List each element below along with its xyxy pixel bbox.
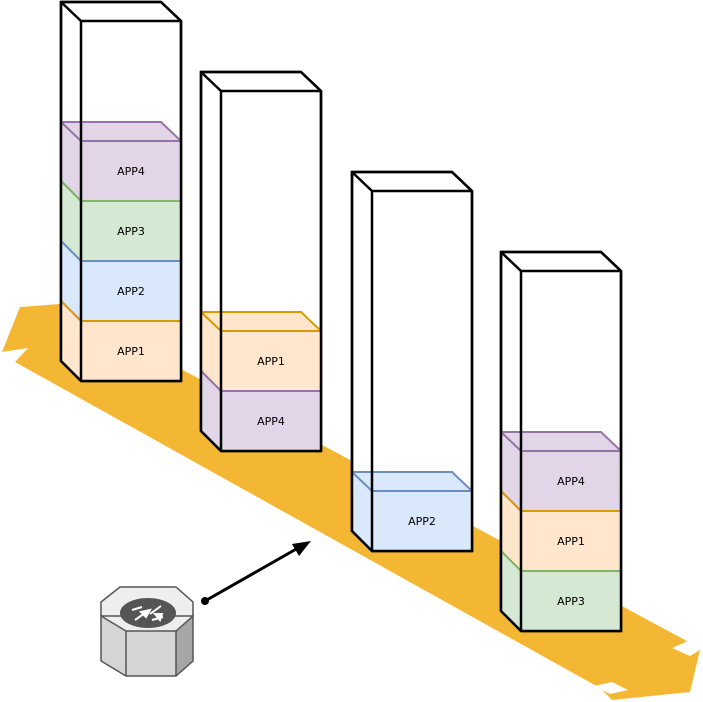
- stack-2-label-app1: APP1: [257, 355, 285, 368]
- band-notch-bottom: [594, 682, 628, 694]
- arrow-icon: [201, 541, 311, 605]
- stack-3-segment-app2: APP2: [351, 471, 473, 552]
- stack-4: APP4 APP1 APP3: [499, 250, 623, 633]
- stack-4-segment-app4: APP4: [500, 431, 622, 512]
- stack-1-label-app3: APP3: [117, 225, 145, 238]
- stack-2-segment-app1: APP1: [200, 311, 322, 392]
- stack-1-label-app4: APP4: [117, 165, 145, 178]
- stack-1-segment-app4: APP4: [60, 121, 182, 202]
- stack-4-label-app4: APP4: [557, 475, 585, 488]
- stack-2-label-app4: APP4: [257, 415, 285, 428]
- stack-1-label-app1: APP1: [117, 345, 145, 358]
- band-notch-right: [672, 640, 703, 656]
- stack-3: APP2: [350, 170, 474, 553]
- router-icon: [100, 586, 194, 677]
- stack-1: APP4 APP3 APP2 APP1: [59, 0, 183, 383]
- stack-2: APP1 APP4: [199, 70, 323, 453]
- stack-1-label-app2: APP2: [117, 285, 145, 298]
- stack-4-label-app1: APP1: [557, 535, 585, 548]
- stack-3-label-app2: APP2: [408, 515, 436, 528]
- stack-4-label-app3: APP3: [557, 595, 585, 608]
